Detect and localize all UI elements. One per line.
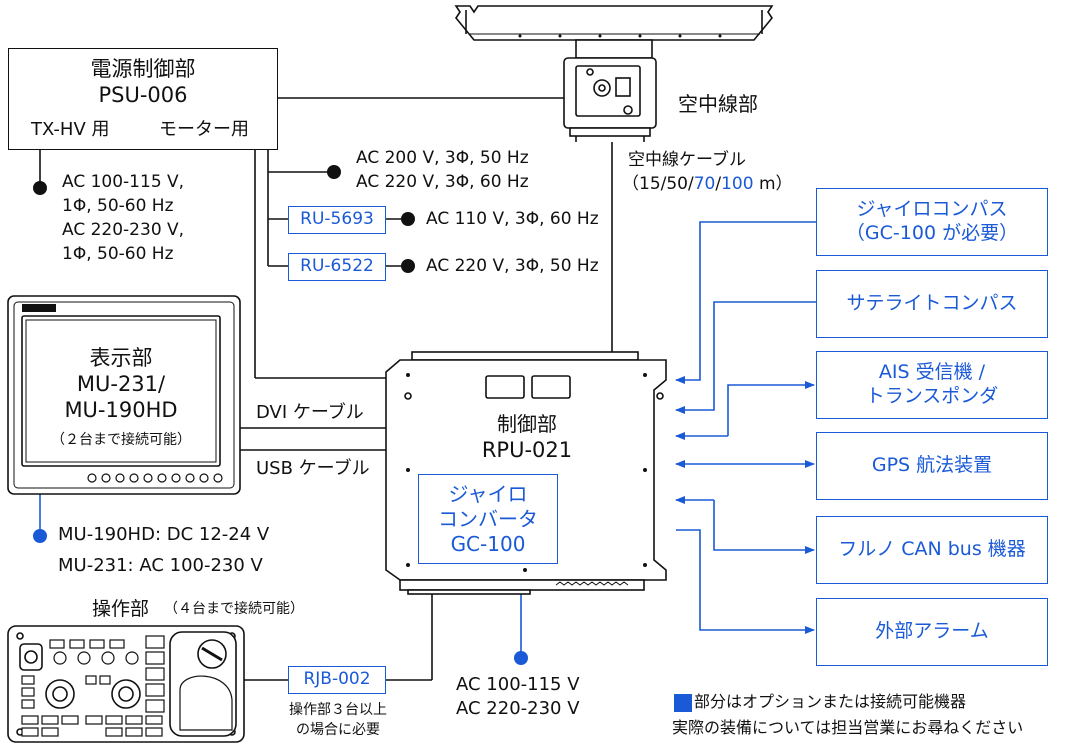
rjb-note-1: 操作部３台以上: [289, 702, 387, 718]
option-ais-l1: AIS 受信機 /: [878, 361, 986, 384]
legend-note: 実際の装備については担当営業にお尋ねください: [672, 718, 1024, 737]
option-satellite-compass: サテライトコンパス: [816, 270, 1048, 338]
option-gyro-compass: ジャイロコンパス （GC-100 が必要）: [816, 188, 1048, 256]
motor-power-text-2: AC 220 V, 3Φ, 60 Hz: [356, 172, 529, 192]
gyro-converter-l2: コンバータ: [438, 506, 538, 531]
psu-box: 電源制御部 PSU-006 TX-HV 用 モーター用: [8, 48, 278, 150]
control-unit-drawing: [7, 625, 245, 743]
rjb-note-2: の場合に必要: [296, 722, 380, 738]
cable-length-open: （15/50/: [622, 174, 694, 194]
psu-model: PSU-006: [98, 83, 188, 107]
display-model-1: MU-231/: [76, 372, 166, 396]
option-alarm-label: 外部アラーム: [875, 620, 989, 643]
legend-swatch: [674, 694, 692, 712]
option-can-label: フルノ CAN bus 機器: [838, 538, 1026, 561]
option-ais-l2: トランスポンダ: [865, 385, 999, 407]
ru6522-label: RU-6522: [300, 256, 374, 277]
psu-power-text-3: AC 220-230 V,: [62, 220, 185, 240]
cable-length-100: 100: [721, 174, 754, 194]
antenna-unit-drawing: [454, 5, 774, 142]
rpu-power-text-1: AC 100-115 V: [456, 674, 580, 695]
psu-power-text-2: 1Φ, 50-60 Hz: [62, 196, 174, 216]
option-gyro-l1: ジャイロコンパス: [856, 198, 1008, 221]
rpu-power-line: [514, 590, 528, 665]
psu-power-text-1: AC 100-115 V,: [62, 172, 185, 192]
psu-title: 電源制御部: [90, 57, 196, 81]
display-note: （２台まで接続可能）: [51, 432, 191, 448]
display-model-2: MU-190HD: [64, 398, 178, 422]
ru6522-box: RU-6522: [288, 253, 386, 281]
antenna-cable-label: 空中線ケーブル: [628, 150, 746, 170]
display-unit-drawing: [7, 295, 241, 495]
usb-cable-label: USB ケーブル: [256, 458, 370, 479]
control-unit-note: （４台まで接続可能）: [164, 601, 304, 617]
ru6522-power: AC 220 V, 3Φ, 50 Hz: [426, 256, 599, 276]
option-connections: [675, 221, 816, 634]
rpu-model: RPU-021: [481, 438, 573, 462]
cable-length-70: 70: [693, 174, 716, 194]
rpu-power-text-2: AC 220-230 V: [456, 698, 580, 719]
option-gps: GPS 航法装置: [816, 432, 1048, 500]
display-power-text-1: MU-190HD: DC 12-24 V: [58, 524, 270, 545]
control-unit-title: 操作部: [92, 598, 150, 620]
gyro-converter-box: ジャイロ コンバータ GC-100: [418, 474, 558, 564]
legend-text: 部分はオプションまたは接続可能機器: [694, 692, 967, 711]
wiring-lines: [39, 97, 613, 681]
gyro-converter-l3: GC-100: [450, 531, 526, 556]
option-ais: AIS 受信機 / トランスポンダ: [816, 351, 1048, 419]
rjb-box: RJB-002: [288, 666, 386, 694]
cable-length-close: m）: [753, 174, 793, 194]
option-external-alarm: 外部アラーム: [816, 598, 1048, 666]
antenna-label: 空中線部: [678, 92, 758, 116]
option-gyro-l2: （GC-100 が必要）: [845, 222, 1019, 244]
motor-power-text-1: AC 200 V, 3Φ, 50 Hz: [356, 148, 529, 168]
display-title: 表示部: [89, 346, 153, 370]
option-can-bus: フルノ CAN bus 機器: [816, 516, 1048, 584]
psu-power-text-4: 1Φ, 50-60 Hz: [62, 244, 174, 264]
cable-length-sep: /: [715, 174, 722, 194]
dvi-cable-label: DVI ケーブル: [256, 402, 364, 423]
ru5693-label: RU-5693: [300, 209, 374, 230]
gyro-converter-l1: ジャイロ: [448, 481, 528, 506]
display-power-line: [33, 494, 47, 543]
rpu-title: 制御部: [497, 412, 557, 436]
option-gps-label: GPS 航法装置: [871, 454, 993, 477]
antenna-cable-length: （15/50/70/100 m）: [622, 174, 793, 194]
psu-motor-label: モーター用: [159, 119, 249, 140]
option-satellite-label: サテライトコンパス: [846, 292, 1018, 315]
psu-tx-label: TX-HV 用: [31, 119, 110, 140]
display-power-text-2: MU-231: AC 100-230 V: [58, 555, 263, 576]
power-dots: [33, 165, 415, 273]
rjb-label: RJB-002: [303, 669, 371, 690]
ru5693-box: RU-5693: [288, 206, 386, 234]
ru5693-power: AC 110 V, 3Φ, 60 Hz: [426, 209, 599, 229]
